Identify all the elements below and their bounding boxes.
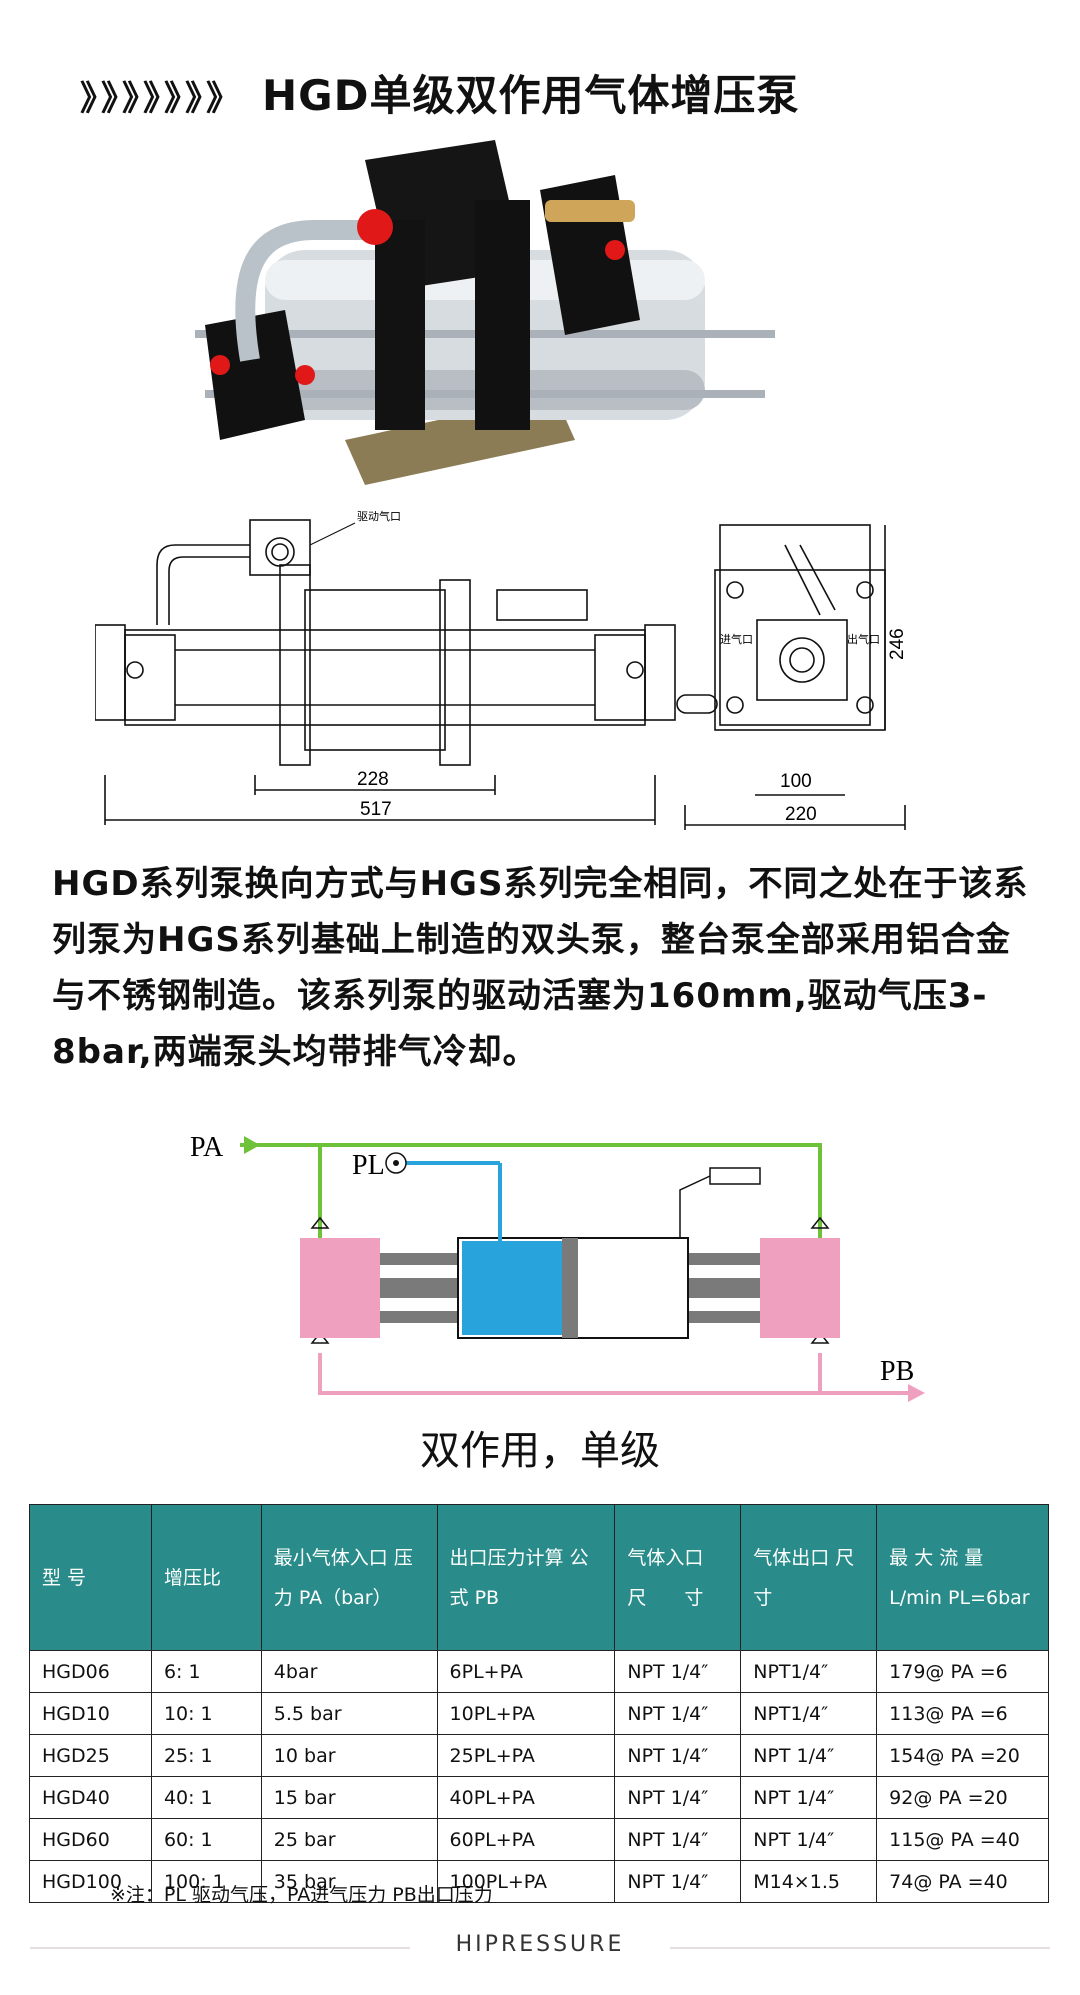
- table-cell: 115@ PA =40: [876, 1818, 1049, 1861]
- table-cell: HGD100: [29, 1860, 152, 1903]
- dim-228: 228: [357, 769, 389, 790]
- title-text: HGD单级双作用气体增压泵: [262, 71, 800, 120]
- footer-brand: HIPRESSURE: [455, 1932, 625, 1957]
- footer-divider-right: [670, 1947, 1050, 1949]
- table-cell: NPT1/4″: [740, 1650, 878, 1693]
- description-paragraph: HGD系列泵换向方式与HGS系列完全相同，不同之处在于该系列泵为HGS系列基础上…: [52, 864, 1029, 1072]
- table-cell: 25 bar: [260, 1818, 438, 1861]
- table-cell: 100: 1: [150, 1860, 262, 1903]
- table-cell: 25PL+PA: [436, 1734, 616, 1777]
- table-cell: 60: 1: [150, 1818, 262, 1861]
- table-cell: 15 bar: [260, 1776, 438, 1819]
- table-cell: NPT 1/4″: [614, 1692, 742, 1735]
- table-cell: 154@ PA =20: [876, 1734, 1049, 1777]
- dim-100: 100: [780, 771, 812, 792]
- table-cell: HGD60: [29, 1818, 152, 1861]
- col-header: 出口压力计算 公式 PB: [436, 1504, 616, 1651]
- spec-table: 型 号 增压比 最小气体入口 压力 PA（bar） 出口压力计算 公式 PB 气…: [29, 1504, 1049, 1903]
- footer-divider-left: [30, 1947, 410, 1949]
- col-header: 气体入口 尺 寸: [614, 1504, 742, 1651]
- table-cell: 74@ PA =40: [876, 1860, 1049, 1903]
- table-cell: 35 bar: [260, 1860, 438, 1903]
- dim-246: 246: [887, 628, 908, 660]
- table-cell: NPT 1/4″: [740, 1776, 878, 1819]
- table-cell: 60PL+PA: [436, 1818, 616, 1861]
- inlet-label: 进气口: [720, 632, 753, 646]
- table-cell: 6PL+PA: [436, 1650, 616, 1693]
- table-cell: 4bar: [260, 1650, 438, 1693]
- table-cell: NPT 1/4″: [614, 1734, 742, 1777]
- col-header: 气体出口 尺 寸: [740, 1504, 892, 1651]
- pb-label: PB: [880, 1356, 914, 1387]
- table-cell: 10PL+PA: [436, 1692, 616, 1735]
- schematic-caption: 双作用，单级: [420, 1428, 660, 1474]
- col-header: 型 号: [29, 1504, 152, 1651]
- table-cell: NPT 1/4″: [740, 1818, 878, 1861]
- table-cell: NPT 1/4″: [614, 1860, 742, 1903]
- table-cell: NPT1/4″: [740, 1692, 878, 1735]
- table-cell: 25: 1: [150, 1734, 262, 1777]
- table-cell: NPT 1/4″: [614, 1650, 742, 1693]
- product-photo: [195, 140, 775, 485]
- table-cell: 179@ PA =6: [876, 1650, 1049, 1693]
- col-header: 增压比: [150, 1504, 262, 1651]
- table-cell: HGD10: [29, 1692, 152, 1735]
- table-header-row: 型 号 增压比 最小气体入口 压力 PA（bar） 出口压力计算 公式 PB 气…: [29, 1504, 1049, 1651]
- pa-label: PA: [190, 1132, 224, 1163]
- table-cell: 92@ PA =20: [876, 1776, 1049, 1819]
- table-cell: HGD06: [29, 1650, 152, 1693]
- table-note: ※注：PL 驱动气压，PA进气压力 PB出口压力: [110, 1884, 493, 1906]
- technical-drawing: 驱动气口 进气口 出气口 228 517 100 220 246: [95, 509, 908, 830]
- table-cell: HGD40: [29, 1776, 152, 1819]
- table-cell: 10 bar: [260, 1734, 438, 1777]
- col-header: 最 大 流 量 L/min PL=6bar: [876, 1504, 1049, 1651]
- page-title: 》》》》》》》 HGD单级双作用气体增压泵: [80, 62, 800, 123]
- table-cell: HGD25: [29, 1734, 152, 1777]
- table-cell: NPT 1/4″: [614, 1818, 742, 1861]
- table-cell: M14×1.5: [740, 1860, 878, 1903]
- table-cell: 10: 1: [150, 1692, 262, 1735]
- table-cell: 5.5 bar: [260, 1692, 438, 1735]
- table-cell: 40PL+PA: [436, 1776, 616, 1819]
- table-cell: NPT 1/4″: [614, 1776, 742, 1819]
- dim-517: 517: [360, 799, 392, 820]
- title-arrows: 》》》》》》》: [80, 79, 244, 119]
- dim-220: 220: [785, 804, 817, 825]
- table-cell: 113@ PA =6: [876, 1692, 1049, 1735]
- table-cell: 6: 1: [150, 1650, 262, 1693]
- table-cell: 100PL+PA: [436, 1860, 616, 1903]
- table-cell: NPT 1/4″: [740, 1734, 878, 1777]
- drive-port-label: 驱动气口: [357, 509, 401, 523]
- outlet-label: 出气口: [847, 632, 880, 646]
- table-cell: 40: 1: [150, 1776, 262, 1819]
- working-schematic: PA PL PB: [190, 1132, 925, 1402]
- col-header: 最小气体入口 压力 PA（bar）: [260, 1504, 438, 1651]
- pl-label: PL: [352, 1150, 385, 1181]
